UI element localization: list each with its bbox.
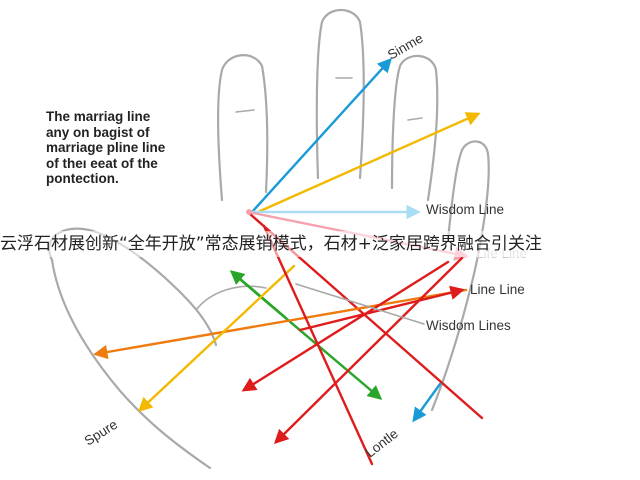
note-line: any on bagist of [46, 124, 150, 140]
yellow-arrow-upper [256, 112, 481, 214]
blue-arrow-bottom [412, 382, 442, 423]
finger-crease-3 [407, 117, 423, 121]
finger-crease-1 [235, 109, 255, 113]
label-line-line: Line Line [470, 282, 525, 297]
yellow-arrow-lower [137, 264, 296, 412]
label-wisdom-lines: Wisdom Lines [426, 318, 511, 333]
ring-finger-outline [390, 54, 439, 202]
note-line: The marriag line [46, 109, 151, 124]
note-line: pontection. [46, 171, 119, 186]
index-finger-outline [217, 54, 269, 202]
blue-arrow [250, 57, 392, 214]
red-arrow-lower [241, 260, 450, 392]
marriage-line-note: The marriag line any on bagist of marria… [46, 109, 226, 187]
grey-wisdom-line [295, 283, 425, 325]
label-top: Sinme [385, 30, 426, 62]
label-wisdom-line: Wisdom Line [426, 202, 504, 217]
label-spline: Spure [82, 417, 121, 449]
origin-dot [246, 209, 252, 215]
middle-finger-outline [315, 8, 365, 180]
red-arrow-bottom [273, 256, 464, 445]
overlay-banner-text: 云浮石材展创新“全年开放”常态展销模式，石材+泛家居跨界融合引关注 [0, 231, 640, 257]
orange-arrow [93, 288, 468, 360]
red-line-mid [262, 224, 374, 466]
palm-base-outline [50, 258, 212, 470]
note-line: of theı eeat of the [46, 155, 158, 171]
pinky-finger-outline [430, 140, 490, 412]
label-lontle: Lontle [363, 426, 401, 460]
note-line: marriage pline line [46, 140, 166, 155]
green-arrow-tail [229, 270, 288, 320]
palm-inner-curve [195, 285, 267, 311]
